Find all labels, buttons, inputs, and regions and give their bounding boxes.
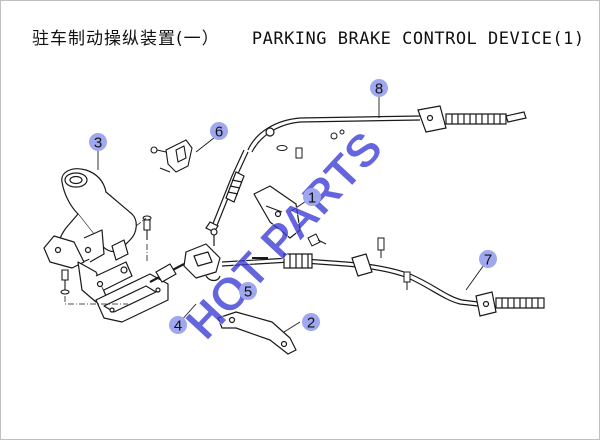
callout-7: 7 — [479, 250, 497, 269]
part-8-upper-cable — [247, 105, 527, 153]
front-cable — [205, 149, 249, 233]
part-4-base-plate — [95, 263, 185, 323]
callout-4-label: 4 — [174, 318, 182, 335]
callout-8-label: 8 — [375, 81, 383, 98]
callout-leaders — [97, 96, 487, 333]
part-6-bracket — [150, 139, 193, 173]
cable-7-fasteners — [307, 233, 411, 290]
callout-3: 3 — [89, 133, 107, 152]
callout-6-label: 6 — [215, 124, 223, 141]
lever-mounting-bolts — [60, 215, 152, 295]
callout-7-label: 7 — [484, 252, 492, 269]
callout-2-label: 2 — [307, 315, 315, 332]
callout-6: 6 — [210, 122, 228, 141]
callout-1: 1 — [303, 188, 321, 207]
part-1-bracket — [253, 185, 301, 239]
title-english: PARKING BRAKE CONTROL DEVICE(1) — [251, 29, 585, 49]
diagram-title: 驻车制动操纵装置(一） PARKING BRAKE CONTROL DEVICE… — [32, 24, 585, 49]
callout-5: 5 — [239, 282, 257, 301]
part-3-brake-lever — [43, 168, 137, 303]
part-2-bracket — [217, 311, 297, 355]
cable-8-fasteners — [276, 129, 345, 159]
callout-8: 8 — [370, 79, 388, 98]
watermark-text: HOT PARTS — [175, 121, 392, 348]
callout-4: 4 — [169, 316, 187, 335]
watermark: HOT PARTS — [175, 121, 393, 349]
leader-lines — [64, 217, 148, 305]
callout-5-label: 5 — [244, 284, 252, 301]
callout-3-label: 3 — [94, 135, 102, 152]
callout-badges: 1 2 3 4 5 6 7 8 — [89, 79, 497, 335]
callout-2: 2 — [302, 313, 320, 332]
title-chinese: 驻车制动操纵装置(一） — [32, 29, 220, 49]
part-5-equalizer — [183, 228, 221, 282]
callout-1-label: 1 — [308, 190, 316, 207]
